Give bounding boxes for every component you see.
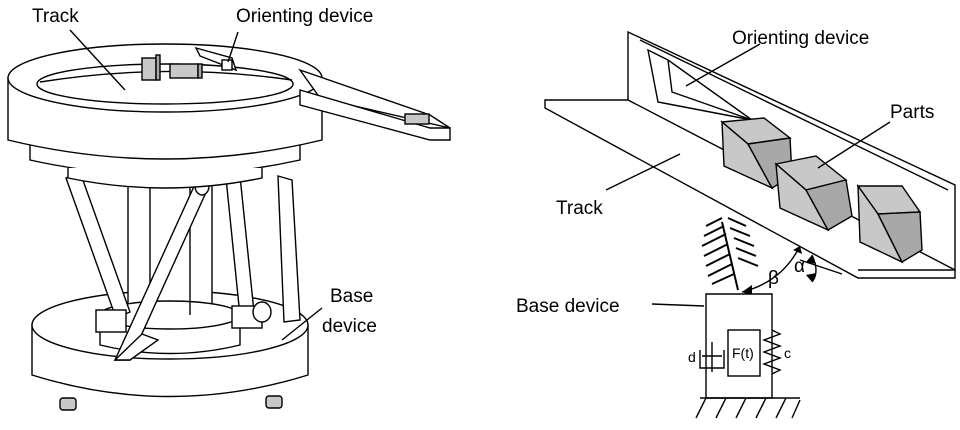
base-leader-line: [281, 307, 323, 341]
track-leader-line-right: [605, 153, 681, 191]
orienting-leader-line: [227, 31, 239, 63]
label-damper-d: d: [688, 349, 696, 365]
label-beta: β: [768, 268, 779, 289]
label-alpha: α: [794, 256, 805, 277]
leaf-springs: [701, 217, 759, 291]
label-parts: Parts: [890, 102, 934, 123]
label-orienting-device-right: Orienting device: [732, 28, 869, 49]
part-2: [774, 155, 853, 232]
label-force: F(t): [732, 345, 754, 361]
label-spring-c: c: [784, 345, 791, 361]
label-track-right: Track: [556, 198, 603, 219]
track-leader-line: [69, 29, 126, 91]
orienting-leader-line-right: [685, 43, 761, 87]
label-base: Base: [330, 286, 373, 307]
mechanical-model-illustration: Orienting device Parts Track Base device…: [516, 28, 956, 419]
part-3: [856, 183, 923, 264]
base-leader-line-right: [651, 303, 705, 307]
bowl-feeder-illustration: Track Orienting device Base device: [7, 6, 451, 411]
parts-leader-line: [817, 121, 891, 169]
label-base-device: Base device: [516, 296, 620, 317]
label-orienting-device: Orienting device: [236, 6, 373, 27]
label-device: device: [322, 316, 377, 337]
label-track: Track: [32, 6, 79, 27]
